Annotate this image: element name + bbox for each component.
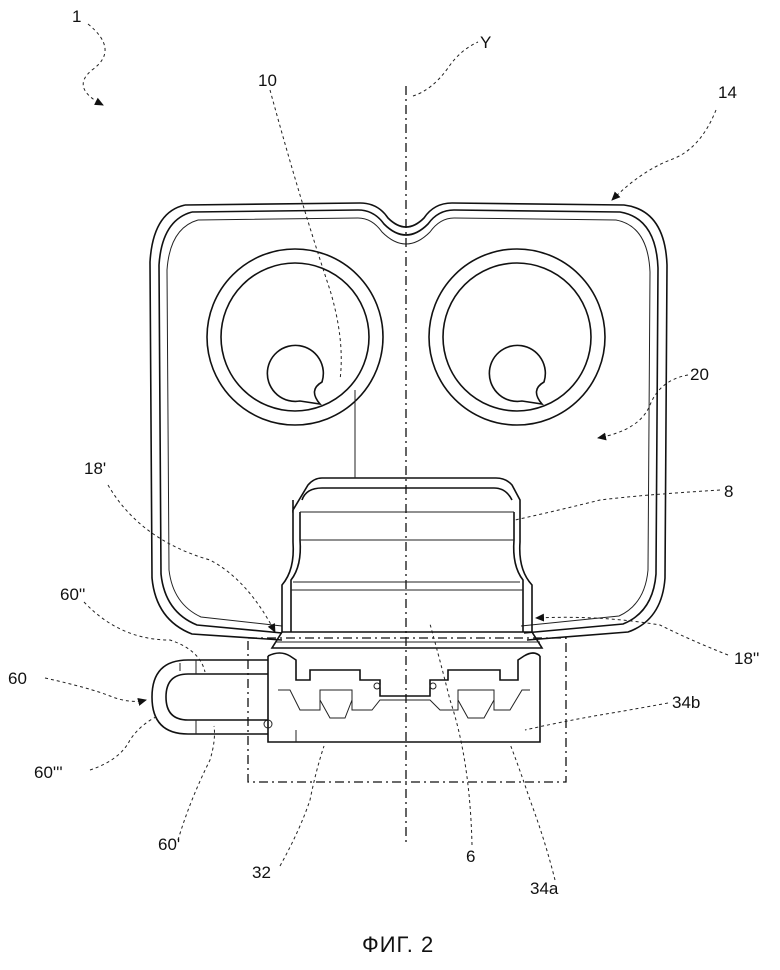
label-y: Y <box>480 33 491 52</box>
label-6: 6 <box>466 847 475 866</box>
label-14: 14 <box>718 83 737 102</box>
label-20: 20 <box>690 365 709 384</box>
connector-block <box>264 653 540 742</box>
label-34b: 34b <box>672 693 700 712</box>
label-1: 1 <box>72 7 81 26</box>
leaders <box>45 24 728 880</box>
label-18-double-prime: 18'' <box>734 649 759 668</box>
label-60-double-prime: 60'' <box>60 585 85 604</box>
label-60-triple-prime: 60''' <box>34 763 63 782</box>
label-18-prime: 18' <box>84 459 106 478</box>
label-60: 60 <box>8 669 27 688</box>
figure-caption: ФИГ. 2 <box>362 932 434 957</box>
label-8: 8 <box>724 482 733 501</box>
housing-outline <box>150 203 667 640</box>
left-port <box>207 249 383 425</box>
reference-labels: 1 Y 10 14 20 18' 8 60'' 60 18'' 34b 60''… <box>8 7 759 898</box>
label-34a: 34a <box>530 879 559 898</box>
label-10: 10 <box>258 71 277 90</box>
label-32: 32 <box>252 863 271 882</box>
label-60-prime: 60' <box>158 835 180 854</box>
clip-60 <box>152 660 268 734</box>
right-port <box>429 249 605 425</box>
filter-body <box>272 478 542 648</box>
